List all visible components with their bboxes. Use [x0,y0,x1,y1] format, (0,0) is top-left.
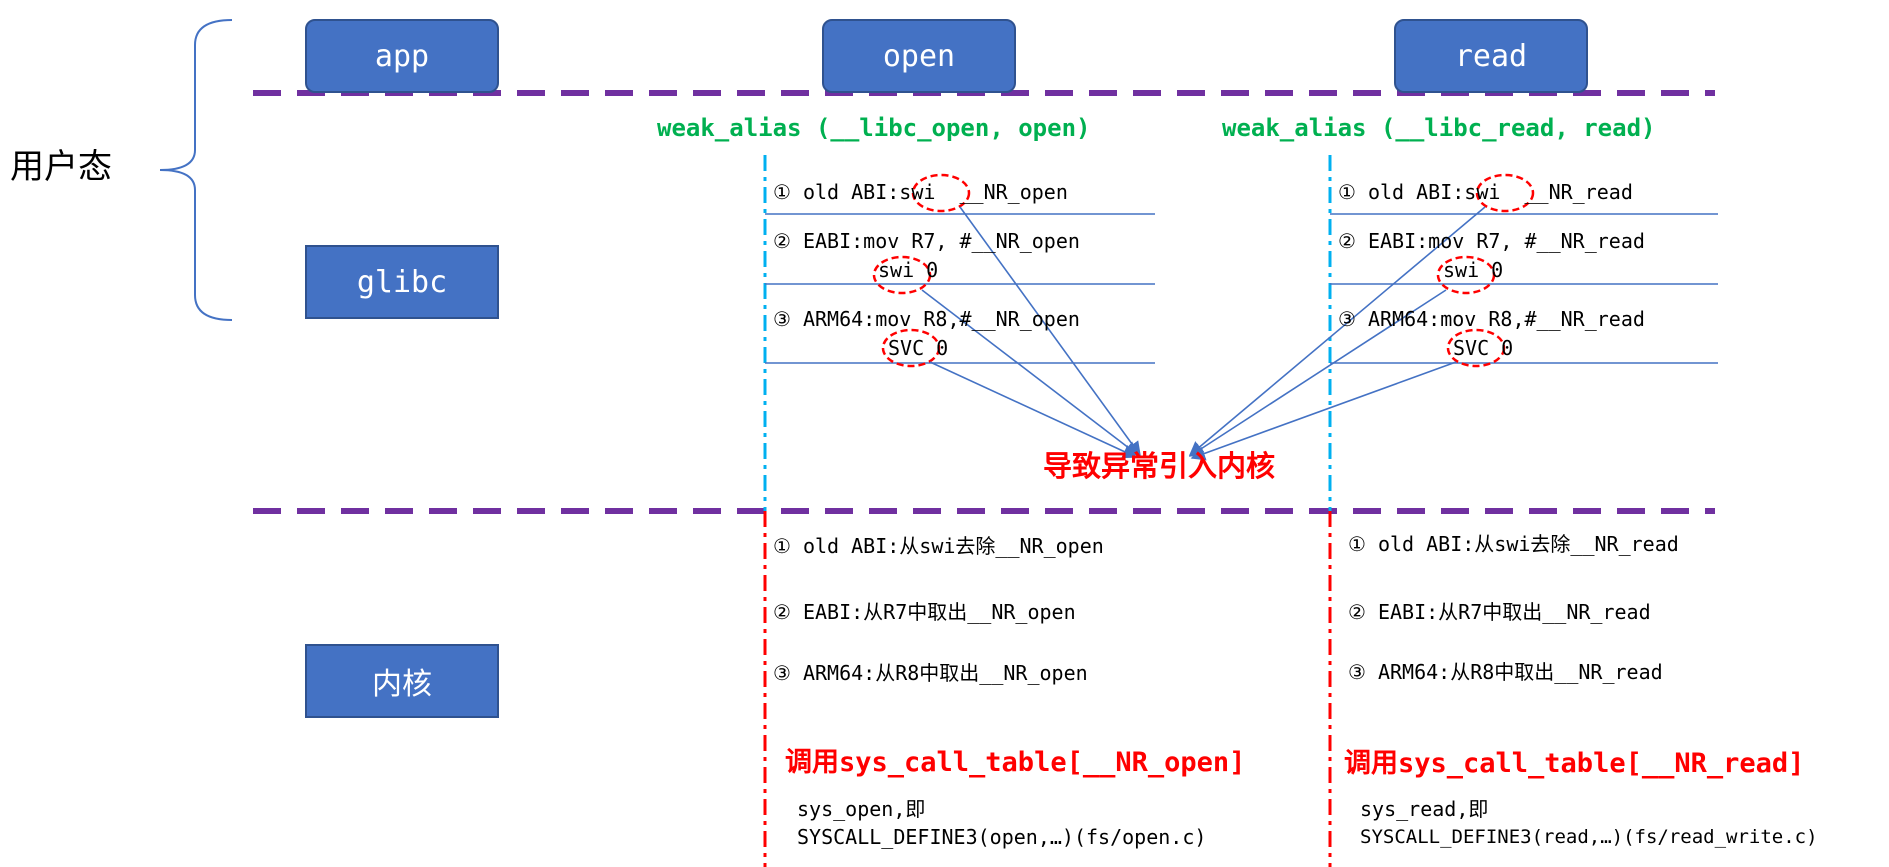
open-box: open [822,19,1016,93]
arrow-read-swi [1188,206,1486,456]
glibc-box: glibc [305,245,499,319]
arrow-read-eabi [1188,289,1447,457]
user-space-label: 用户态 [10,147,112,187]
read-swi-highlight [1475,173,1535,213]
read-old-abi: ① old ABI:swi __NR_read [1338,180,1633,204]
read-syscall-table-call: 调用sys_call_table[__NR_read] [1344,748,1805,779]
open-old-abi: ① old ABI:swi __NR_open [773,180,1068,204]
read-eabi-swi-highlight [1436,255,1496,295]
arrow-read-svc [1190,361,1457,461]
open-kernel-arm64: ③ ARM64:从R8中取出__NR_open [773,661,1088,685]
open-swi-highlight [911,173,971,213]
open-kernel-old-abi: ① old ABI:从swi去除__NR_open [773,534,1104,558]
open-impl-line1: sys_open,即 [797,797,926,821]
open-impl-line2: SYSCALL_DEFINE3(open,…)(fs/open.c) [797,825,1207,849]
arrow-open-eabi [921,289,1140,456]
open-arm64-mov: ③ ARM64:mov R8,#__NR_open [773,307,1080,331]
read-kernel-arm64: ③ ARM64:从R8中取出__NR_read [1348,660,1663,684]
read-weak-alias: weak_alias (__libc_read, read) [1222,114,1656,142]
read-box: read [1394,19,1588,93]
open-eabi-swi: swi 0 [878,258,939,282]
open-svc-highlight [881,328,941,368]
open-weak-alias: weak_alias (__libc_open, open) [657,114,1091,142]
arrow-open-swi [959,206,1141,457]
open-syscall-table-call: 调用sys_call_table[__NR_open] [785,747,1246,778]
open-arm64-svc: SVC 0 [888,336,949,360]
open-kernel-eabi: ② EABI:从R7中取出__NR_open [773,600,1076,624]
read-svc-highlight [1446,328,1506,368]
open-eabi-swi-highlight [872,255,932,295]
read-impl-line1: sys_read,即 [1360,797,1489,821]
arrow-open-svc [929,361,1138,459]
open-eabi-mov: ② EABI:mov R7, #__NR_open [773,229,1080,253]
trap-caption: 导致异常引入内核 [1043,449,1276,483]
read-arm64-svc: SVC 0 [1453,336,1514,360]
read-kernel-old-abi: ① old ABI:从swi去除__NR_read [1348,532,1679,556]
read-impl-line2: SYSCALL_DEFINE3(read,…)(fs/read_write.c) [1360,826,1818,848]
read-eabi-mov: ② EABI:mov R7, #__NR_read [1338,229,1645,253]
read-eabi-swi: swi 0 [1443,258,1504,282]
user-space-brace [159,19,233,321]
app-box: app [305,19,499,93]
read-arm64-mov: ③ ARM64:mov R8,#__NR_read [1338,307,1645,331]
kernel-box: 内核 [305,644,499,718]
read-kernel-eabi: ② EABI:从R7中取出__NR_read [1348,600,1651,624]
